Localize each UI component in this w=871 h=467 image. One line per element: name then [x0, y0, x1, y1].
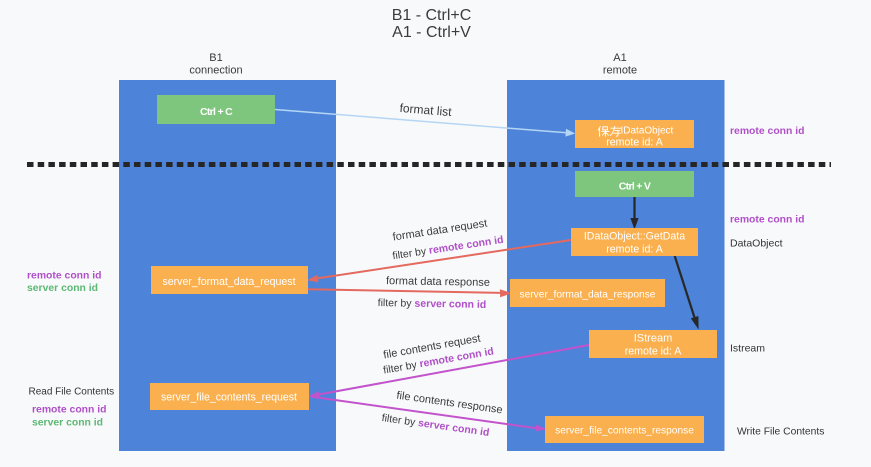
svg-text:remote conn id: remote conn id — [730, 215, 804, 226]
svg-text:server conn id: server conn id — [32, 417, 103, 428]
svg-text:IStream: IStream — [634, 333, 673, 345]
svg-text:A1 - Ctrl+V: A1 - Ctrl+V — [392, 24, 471, 41]
svg-text:Istream: Istream — [730, 343, 765, 355]
svg-text:filter by server conn id: filter by server conn id — [378, 297, 487, 311]
svg-text:Write File Contents: Write File Contents — [737, 427, 824, 438]
svg-text:B1: B1 — [209, 52, 222, 64]
svg-text:Read File Contents: Read File Contents — [29, 387, 115, 398]
svg-text:remote id: A: remote id: A — [625, 346, 682, 358]
svg-text:remote conn id: remote conn id — [730, 126, 804, 137]
svg-text:server_format_data_response: server_format_data_response — [520, 290, 656, 301]
svg-text:server_format_data_request: server_format_data_request — [162, 276, 295, 288]
svg-text:B1 - Ctrl+C: B1 - Ctrl+C — [392, 7, 472, 24]
svg-text:connection: connection — [189, 65, 242, 77]
svg-text:format data response: format data response — [386, 275, 490, 289]
svg-text:IDataObject: IDataObject — [621, 126, 674, 137]
svg-text:server_file_contents_request: server_file_contents_request — [161, 392, 297, 404]
svg-text:A1: A1 — [613, 52, 626, 64]
svg-text:remote id: A: remote id: A — [606, 244, 663, 256]
svg-text:Ctrl + V: Ctrl + V — [619, 180, 651, 192]
svg-text:IDataObject::GetData: IDataObject::GetData — [584, 231, 685, 243]
svg-text:format list: format list — [399, 101, 453, 119]
svg-text:server conn id: server conn id — [27, 283, 98, 294]
svg-text:remote conn id: remote conn id — [32, 404, 106, 415]
svg-text:DataObject: DataObject — [730, 238, 783, 250]
svg-text:remote: remote — [603, 65, 637, 77]
svg-text:remote id: A: remote id: A — [606, 136, 663, 148]
svg-text:Ctrl + C: Ctrl + C — [200, 106, 233, 118]
svg-text:remote conn id: remote conn id — [27, 271, 101, 282]
svg-text:server_file_contents_response: server_file_contents_response — [555, 425, 694, 436]
